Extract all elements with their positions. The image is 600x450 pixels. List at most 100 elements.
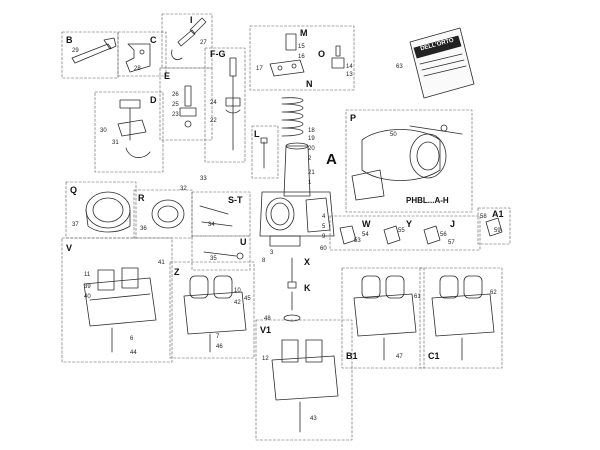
part-number: 18 <box>308 128 315 134</box>
section-label-z: Z <box>174 267 180 277</box>
section-label-c: C <box>150 35 157 45</box>
part-number: 35 <box>210 256 217 262</box>
part-number: 32 <box>180 186 187 192</box>
bolt-set-drawing <box>199 205 244 260</box>
needle-jets-drawing <box>283 257 301 322</box>
wrench-drawing <box>71 37 117 64</box>
parts-package-drawing <box>409 27 475 99</box>
frame-mno <box>249 25 355 91</box>
part-number: 37 <box>72 222 79 228</box>
frame-z <box>169 261 255 359</box>
section-label-y: Y <box>406 219 413 229</box>
bracket-drawing <box>125 43 151 73</box>
part-number: 60 <box>320 246 327 252</box>
part-number: 59 <box>494 228 501 234</box>
float-bowl-c1-drawing <box>431 275 495 361</box>
section-label-a1: A1 <box>492 209 504 219</box>
part-number: 45 <box>244 296 251 302</box>
section-label-q: Q <box>70 185 78 195</box>
air-filter-rings-drawing <box>85 191 185 233</box>
frame-e <box>159 67 213 141</box>
float-bowl-b1-drawing <box>353 275 417 361</box>
part-number: 31 <box>112 140 119 146</box>
part-number: 7 <box>216 334 220 340</box>
section-label-x: X <box>304 257 311 267</box>
frame-u <box>191 235 251 271</box>
part-number: 33 <box>200 176 207 182</box>
part-number: 58 <box>480 214 487 220</box>
part-number: 50 <box>390 132 397 138</box>
section-frames <box>61 13 511 441</box>
part-number: 28 <box>134 66 141 72</box>
manifold-assembly-drawing <box>351 124 463 201</box>
section-label-v: V <box>66 243 73 253</box>
section-label-b: B <box>66 35 73 45</box>
part-number: 22 <box>210 118 217 124</box>
part-number: 43 <box>310 416 317 422</box>
section-label-u: U <box>240 237 247 247</box>
section-label-d: D <box>150 95 157 105</box>
frame-d <box>94 91 164 173</box>
part-number: 53 <box>354 238 361 244</box>
section-label-r: R <box>138 193 145 203</box>
frame-c1 <box>419 267 503 369</box>
part-number: 55 <box>398 228 405 234</box>
section-label-m: M <box>300 28 308 38</box>
part-number: 29 <box>72 48 79 54</box>
part-number: 14 <box>346 64 353 70</box>
part-number: 11 <box>84 272 91 278</box>
part-number: 16 <box>298 54 305 60</box>
section-label-v1: V1 <box>260 325 272 335</box>
part-number: 46 <box>216 344 223 350</box>
frame-v <box>61 237 173 363</box>
needle-assembly-drawing <box>225 57 241 151</box>
section-label-o: O <box>318 49 326 59</box>
part-number: 3 <box>270 250 274 256</box>
part-number: 5 <box>322 224 326 230</box>
part-number: 26 <box>172 92 179 98</box>
lever-assembly-drawing <box>117 99 151 158</box>
part-number: 23 <box>172 112 179 118</box>
part-number: 30 <box>100 128 107 134</box>
part-number: 40 <box>84 294 91 300</box>
section-label-c1: C1 <box>428 351 440 361</box>
model-designation: PHBL...A-H <box>406 196 449 205</box>
section-label-i: I <box>190 15 193 25</box>
part-number: 41 <box>158 260 165 266</box>
part-number: 17 <box>256 66 263 72</box>
part-number: 56 <box>440 232 447 238</box>
choke-lever-drawing <box>179 85 197 128</box>
part-number: 27 <box>200 40 207 46</box>
carburettor-body-drawing <box>259 142 335 247</box>
part-number: 2 <box>308 156 312 162</box>
frame-v1 <box>255 319 353 441</box>
frame-c <box>117 31 167 77</box>
idle-screw-drawing <box>260 137 268 169</box>
part-number: 6 <box>130 336 134 342</box>
part-number: 24 <box>210 100 217 106</box>
section-label-a: A <box>326 151 337 168</box>
section-label-j: J <box>450 219 456 229</box>
part-number: 39 <box>84 284 91 290</box>
float-bowl-v1-drawing <box>271 339 339 433</box>
float-bowl-v-drawing <box>83 267 157 353</box>
part-number: 20 <box>308 146 315 152</box>
part-number: 48 <box>264 316 271 322</box>
frame-fg <box>204 47 246 163</box>
section-label-st: S-T <box>228 195 243 205</box>
part-number: 8 <box>262 258 266 264</box>
part-number: 44 <box>130 350 137 356</box>
frame-st <box>191 191 251 237</box>
section-label-fg: F-G <box>210 49 226 59</box>
part-number: 10 <box>234 288 241 294</box>
section-label-e: E <box>164 71 171 81</box>
part-number: 25 <box>172 102 179 108</box>
part-number: 54 <box>362 232 369 238</box>
section-label-p: P <box>350 113 357 123</box>
part-number: 47 <box>396 354 403 360</box>
top-cap-parts-drawing <box>269 33 345 77</box>
section-label-b1: B1 <box>346 351 358 361</box>
part-number: 9 <box>322 234 326 240</box>
part-number: 57 <box>448 240 455 246</box>
